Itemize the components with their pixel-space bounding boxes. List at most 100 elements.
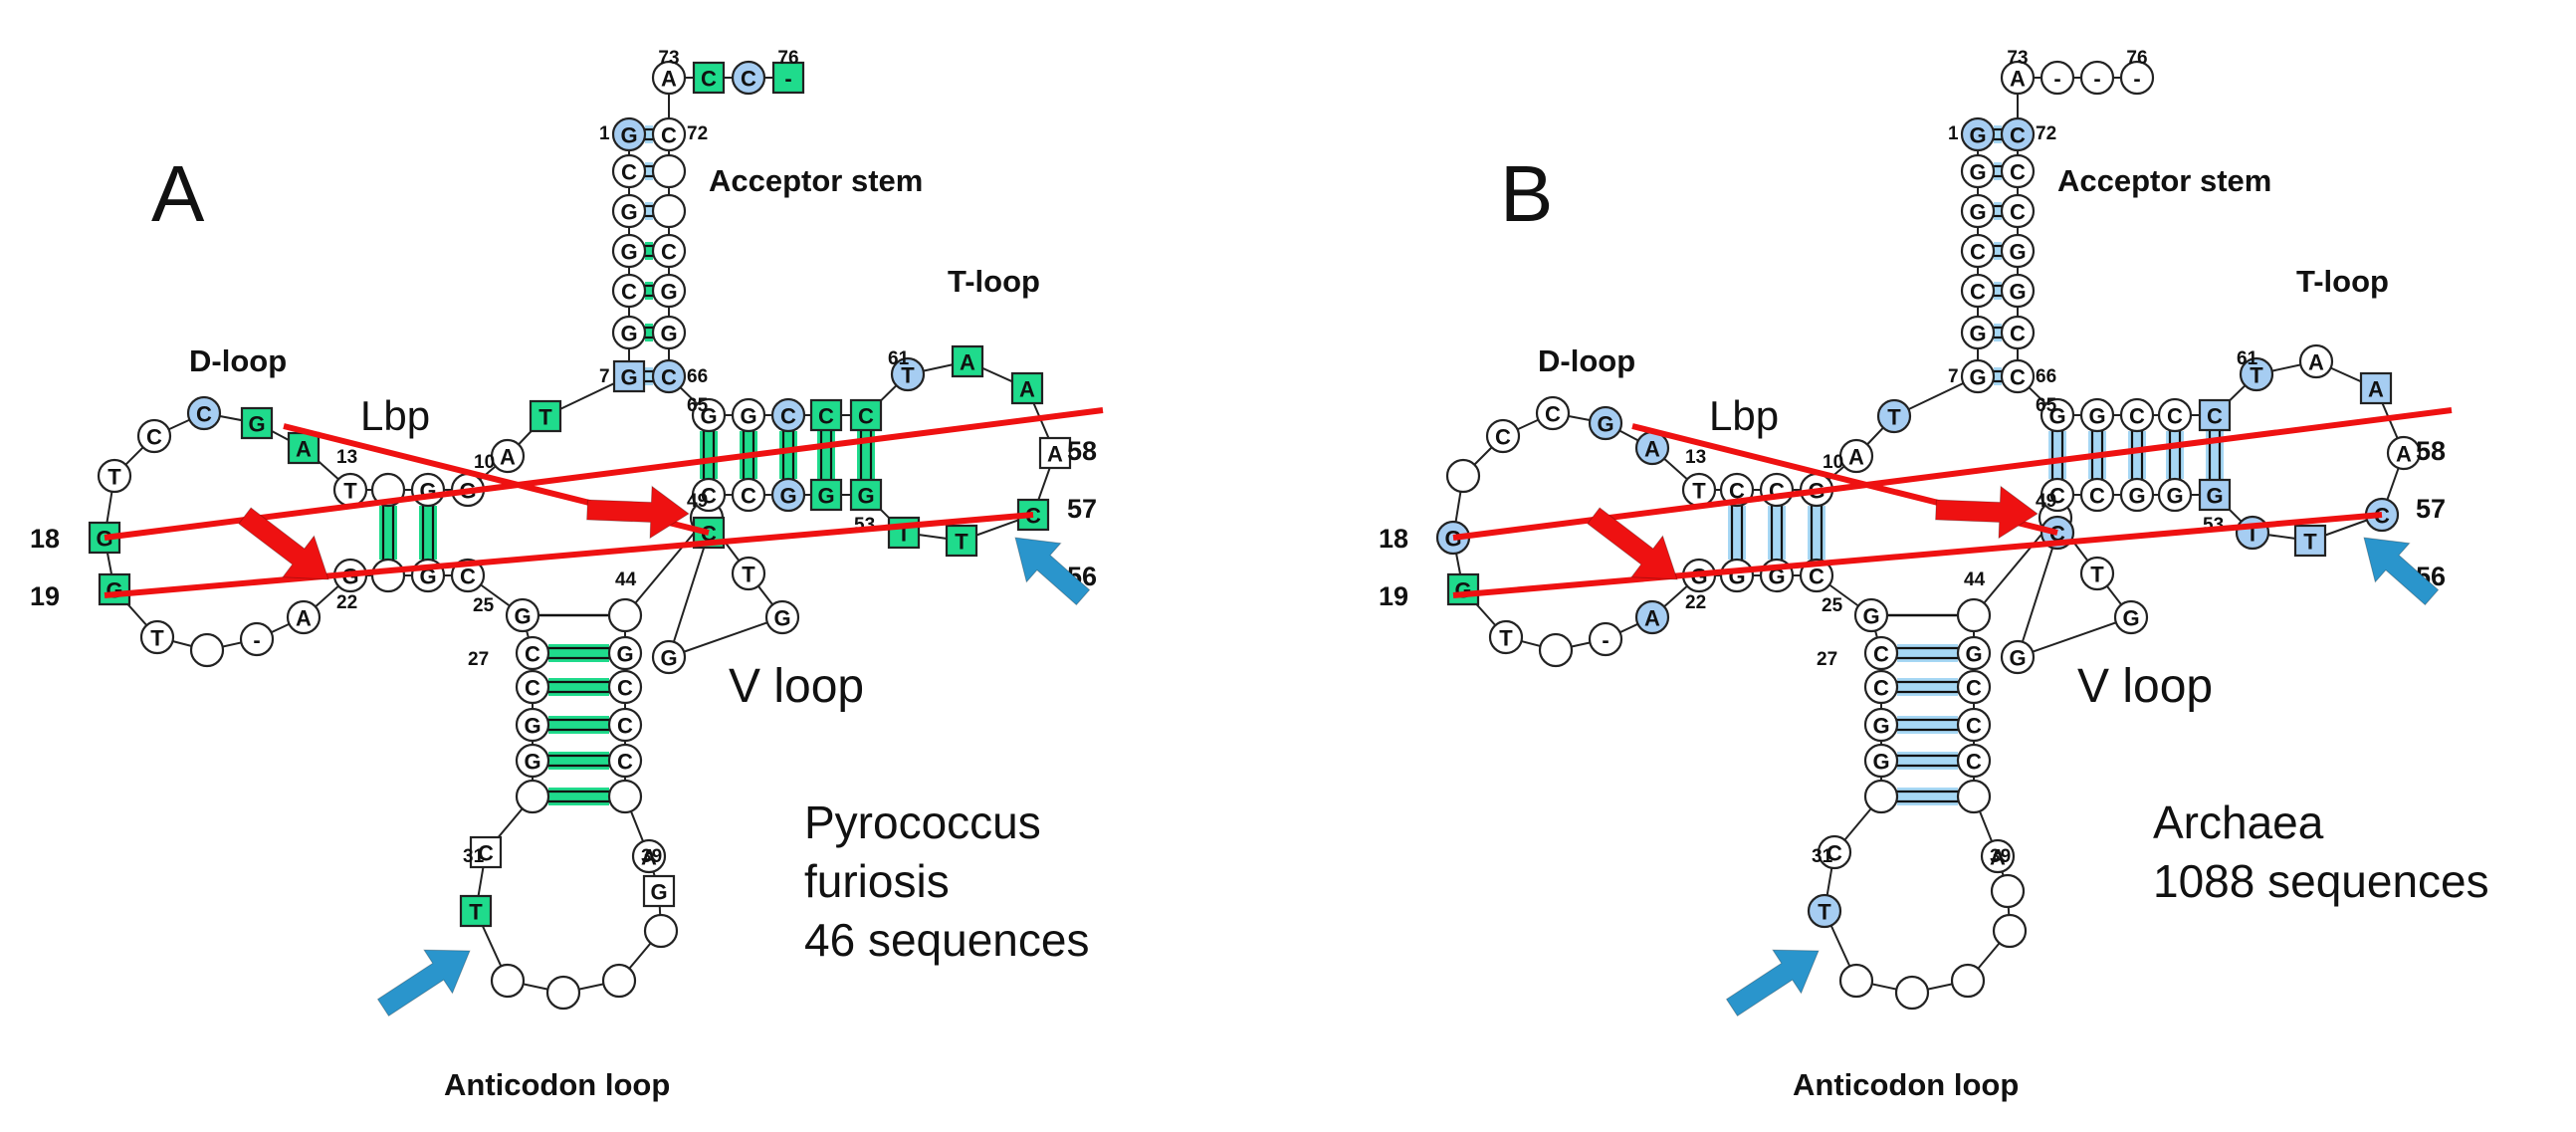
panel-b-position-number-5: 66 xyxy=(2036,366,2056,387)
panel-b-acceptor-top-0: A xyxy=(2000,60,2036,96)
panel-a-d-loop-1-letter: G xyxy=(248,412,265,437)
panel-a-variable-3: G xyxy=(651,639,687,675)
panel-b-anticodon-3-2-letter: C xyxy=(1966,676,1982,701)
panel-a-anticodon-loop-4-circle xyxy=(601,963,637,999)
panel-a-d-loop-8 xyxy=(189,632,225,668)
panel-b-t-stem-5-4: C xyxy=(2198,398,2232,432)
panel-b-anticodon-5-2-circle xyxy=(1863,669,1899,705)
panel-b-acceptor-top-1: - xyxy=(2039,60,2075,96)
panel-b-acceptor-top-2-letter: - xyxy=(2093,67,2100,92)
panel-b-acceptor-3-1-circle xyxy=(2000,153,2036,189)
panel-b-anticodon-loop-3 xyxy=(1894,975,1930,1011)
panel-a-d-loop-6: G xyxy=(98,572,131,606)
panel-b-acceptor-3-6: C xyxy=(2000,358,2036,394)
panel-a-anticodon-5-0: G xyxy=(505,597,540,633)
panel-a-acceptor-pair-4 xyxy=(645,282,653,300)
panel-b-position-number-22: 39 xyxy=(1990,846,2011,867)
panel-a-acceptor-stem-label: Acceptor stem xyxy=(709,163,923,198)
panel-b-acceptor-top-3-letter: - xyxy=(2133,67,2140,92)
panel-b-variable-2-circle xyxy=(2113,599,2149,635)
panel-a-t-loop-0: T xyxy=(890,356,926,392)
panel-b-base-pairs xyxy=(1728,125,2224,805)
panel-a-acceptor-top-3-letter: - xyxy=(784,67,791,92)
panel-b-d-loop-label: D-loop xyxy=(1538,343,1635,378)
panel-b-anticodon-5-4: G xyxy=(1863,743,1899,779)
panel-a-variable-1: T xyxy=(731,556,766,591)
panel-b-anticodon-loop-7-letter: A xyxy=(1990,845,2006,870)
panel-a-t-stem-3-3: G xyxy=(809,478,843,512)
panel-a-d-loop-9-letter: - xyxy=(253,628,260,653)
panel-b-d-pair-2-band xyxy=(1768,506,1786,560)
panel-a-acceptor-3-1-circle xyxy=(651,153,687,189)
panel-a-anticodon-pair-5-band xyxy=(548,788,609,805)
panel-b-acceptor-5-6: G xyxy=(1960,358,1996,394)
panel-b-nt-9-circle xyxy=(1838,438,1874,474)
panel-a-acceptor-pair-3-band xyxy=(645,242,653,260)
panel-a-t-loop-5-letter: T xyxy=(955,530,968,555)
panel-a-d-stem-3-1 xyxy=(370,558,406,593)
panel-a-t-stem-5-1-circle xyxy=(731,397,766,433)
panel-b-v-loop-label: V loop xyxy=(2077,660,2213,713)
panel-a-t-stem-3-4-letter: G xyxy=(857,484,874,509)
panel-a-t-stem-3-2-letter: G xyxy=(779,484,796,509)
panel-a-nt-8: T xyxy=(529,399,562,433)
panel-b-anticodon-loop-0-letter: C xyxy=(1826,841,1842,866)
panel-a-species-line-1: furiosis xyxy=(804,855,950,907)
panel-b-d-loop-8 xyxy=(1538,632,1574,668)
panel-b-nt-8-letter: T xyxy=(1887,405,1901,430)
panel-a-acceptor-5-5-circle xyxy=(611,315,647,350)
panel-a-t-loop-1-square xyxy=(951,344,984,378)
panel-b-d-loop-9-letter: - xyxy=(1602,628,1609,653)
panel-a-position-number-4: 7 xyxy=(599,366,610,387)
panel-b-acceptor-5-3-circle xyxy=(1960,233,1996,269)
panel-a-acceptor-5-6: G xyxy=(612,359,646,393)
panel-a-anticodon-pair-2 xyxy=(548,678,609,696)
panel-b-acceptor-pair-6 xyxy=(1994,367,2002,385)
panel-b-position-number-21: 31 xyxy=(1812,846,1833,867)
panel-a-t-loop-label: T-loop xyxy=(948,264,1040,299)
panel-b-d-pair-3-band xyxy=(1808,506,1825,560)
panel-b-t-loop-5: T xyxy=(2293,524,2327,558)
panel-a-anticodon-3-1-letter: G xyxy=(616,642,633,667)
panel-a-t-pair-0-band xyxy=(700,431,718,479)
panel-a-nt-8-letter: T xyxy=(538,405,552,430)
panel-a-anticodon-loop-3-circle xyxy=(545,975,581,1011)
panel-b-anticodon-pair-3-band xyxy=(1897,716,1958,734)
panel-b-t-loop-5-letter: T xyxy=(2303,530,2317,555)
panel-a-acceptor-5-2-circle xyxy=(611,193,647,229)
panel-a-position-number-5: 66 xyxy=(687,366,708,387)
panel-a-acceptor-5-4: C xyxy=(611,273,647,309)
panel-a-anticodon-3-0-circle xyxy=(607,597,643,633)
panel-b-acceptor-5-6-letter: G xyxy=(1969,365,1986,390)
panel-a-position-number-19: 44 xyxy=(615,569,637,590)
panel-b-anticodon-3-5 xyxy=(1956,779,1992,814)
panel-b-anticodon-5-5 xyxy=(1863,779,1899,814)
panel-a-t-pair-3 xyxy=(817,431,835,479)
panel-a-position-number-11: 13 xyxy=(336,447,357,468)
panel-a-anticodon-5-3-circle xyxy=(515,707,550,743)
panel-b-acceptor-top-3-circle xyxy=(2119,60,2155,96)
panel-a-acceptor-3-1 xyxy=(651,153,687,189)
panel-b-acceptor-pair-3-band xyxy=(1994,242,2002,260)
panel-b-acceptor-3-0-circle xyxy=(2000,116,2036,152)
panel-a-t-loop-3-letter: A xyxy=(1047,442,1063,467)
panel-a-d-loop-7: T xyxy=(139,619,175,655)
panel-b-anticodon-3-4-letter: C xyxy=(1966,750,1982,775)
panel-a-t-loop-2-letter: A xyxy=(1019,377,1035,402)
panel-a-position-number-13: 49 xyxy=(687,491,708,512)
panel-a-anticodon-5-2: C xyxy=(515,669,550,705)
panel-b-t-loop-0: T xyxy=(2239,356,2274,392)
panel-a-anticodon-pair-2-band xyxy=(548,678,609,696)
panel-b-acceptor-5-5-circle xyxy=(1960,315,1996,350)
panel-b-anticodon-3-4-circle xyxy=(1956,743,1992,779)
panel-a-t-loop-2: A xyxy=(1010,371,1044,405)
panel-b-anticodon-3-3-circle xyxy=(1956,707,1992,743)
panel-b-acceptor-3-0: C xyxy=(2000,116,2036,152)
panel-b-t-stem-3-3: G xyxy=(2157,477,2193,513)
panel-b-species-line-0: Archaea xyxy=(2153,796,2324,848)
panel-a-acceptor-top-2: C xyxy=(731,60,766,96)
panel-a-variable-1-circle xyxy=(731,556,766,591)
panel-a-position-number-22: 39 xyxy=(641,846,662,867)
panel-a-t-stem-5-2-circle xyxy=(770,397,806,433)
panel-b-position-number-11: 13 xyxy=(1685,447,1706,468)
